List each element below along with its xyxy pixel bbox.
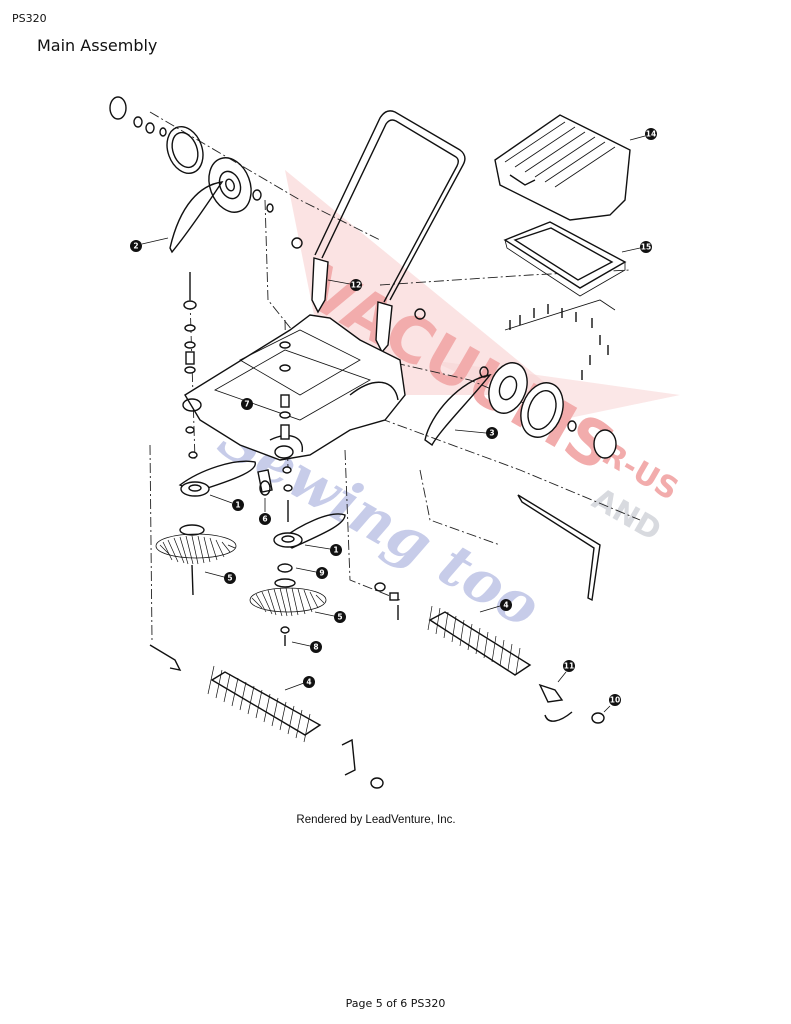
handle-assembly — [291, 110, 466, 354]
svg-text:11: 11 — [564, 662, 574, 671]
svg-text:1: 1 — [333, 546, 338, 555]
page-footer: Page 5 of 6 PS320 — [345, 997, 446, 1010]
hopper-tray — [503, 221, 627, 297]
callout-4-right: 4 — [479, 599, 512, 613]
svg-text:15: 15 — [641, 243, 651, 252]
right-spindle-stack — [279, 341, 293, 522]
main-housing — [182, 314, 406, 461]
svg-text:6: 6 — [262, 515, 267, 524]
callout-15: 15 — [621, 241, 652, 253]
callout-5-left: 5 — [204, 571, 236, 584]
svg-text:4: 4 — [306, 678, 311, 687]
svg-text:4: 4 — [503, 601, 508, 610]
callout-1-left: 1 — [209, 494, 244, 511]
render-credit: Rendered by LeadVenture, Inc. — [296, 814, 456, 826]
svg-text:2: 2 — [133, 242, 138, 251]
hopper-lid — [494, 114, 631, 221]
callout-12: 12 — [327, 279, 362, 291]
model-code: PS320 — [12, 12, 47, 25]
callout-4-left: 4 — [284, 676, 315, 691]
rear-wheel-assembly-left — [109, 96, 274, 254]
left-spindle-stack — [183, 272, 198, 459]
svg-text:12: 12 — [351, 281, 361, 290]
page-title: Main Assembly — [37, 36, 158, 55]
svg-text:9: 9 — [319, 569, 324, 578]
svg-text:1: 1 — [235, 501, 240, 510]
caster-wheel — [257, 469, 273, 496]
right-side-brush — [249, 563, 327, 646]
callout-badges: 1 1 2 3 4 4 5 — [130, 128, 657, 713]
left-belt-pulley — [178, 460, 256, 497]
svg-text:3: 3 — [489, 429, 494, 438]
debris-flap — [517, 494, 601, 602]
callout-10: 10 — [603, 694, 621, 713]
right-belt-pulley — [273, 513, 346, 549]
callout-11: 11 — [557, 660, 575, 683]
svg-text:14: 14 — [646, 130, 656, 139]
callout-5-right: 5 — [314, 611, 346, 623]
svg-text:7: 7 — [244, 400, 249, 409]
screw-set — [504, 299, 616, 380]
callout-3: 3 — [454, 427, 498, 439]
svg-text:8: 8 — [313, 643, 318, 652]
callout-7: 7 — [241, 398, 253, 410]
svg-text:10: 10 — [610, 696, 620, 705]
roller-brush-right — [374, 582, 605, 724]
callout-1-right: 1 — [304, 544, 342, 556]
callout-2: 2 — [130, 237, 169, 252]
svg-text:5: 5 — [337, 613, 342, 622]
callout-14: 14 — [629, 128, 657, 141]
roller-brush-left — [149, 644, 384, 789]
svg-text:5: 5 — [227, 574, 232, 583]
callout-9: 9 — [295, 567, 328, 579]
callout-8: 8 — [291, 641, 322, 653]
callout-6: 6 — [259, 498, 271, 525]
right-drive-wheel-assembly — [424, 362, 617, 459]
left-side-brush — [155, 524, 237, 596]
